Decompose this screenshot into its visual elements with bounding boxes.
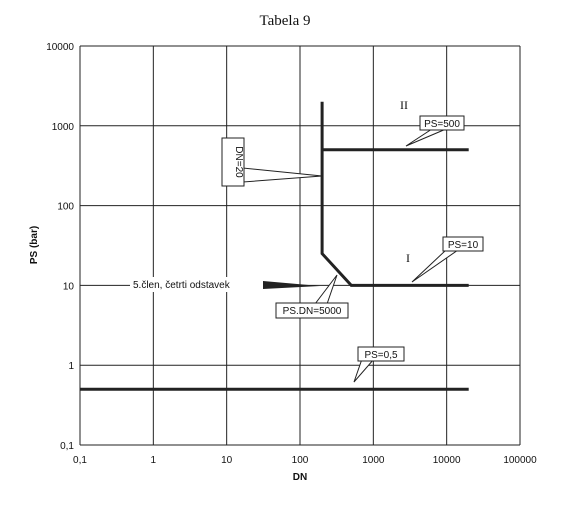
y-tick-label: 10 xyxy=(63,281,75,292)
x-tick-label: 1 xyxy=(151,455,157,466)
ps500-callout-text: PS=500 xyxy=(424,119,460,130)
x-tick-label: 10 xyxy=(221,455,233,466)
y-tick-labels: 10000 1000 100 10 1 0,1 xyxy=(46,42,74,452)
x-tick-label: 0,1 xyxy=(73,455,87,466)
x-tick-labels: 0,1 1 10 100 1000 10000 100000 xyxy=(73,455,537,466)
ps10-callout-pointer xyxy=(411,249,460,283)
dn20-callout-box xyxy=(221,137,245,187)
psdn-callout-box xyxy=(275,302,349,319)
clen-arrow xyxy=(263,281,320,289)
region-ii-label: II xyxy=(400,98,408,112)
x-tick-label: 10000 xyxy=(433,455,461,466)
y-axis-label: PS (bar) xyxy=(29,226,40,264)
ps500-callout-box xyxy=(419,115,465,131)
y-tick-label: 0,1 xyxy=(60,441,74,452)
psdn-callout-pointer xyxy=(313,274,338,305)
y-tick-label: 100 xyxy=(57,202,74,213)
ps05-callout-text: PS=0,5 xyxy=(364,350,398,361)
dn20-callout-pointer xyxy=(242,167,323,183)
ps10-callout-text: PS=10 xyxy=(448,240,479,251)
series-line-1 xyxy=(320,101,469,287)
x-tick-label: 100000 xyxy=(503,455,537,466)
region-i-label: I xyxy=(406,251,410,265)
series-layer xyxy=(80,101,469,391)
y-tick-label: 10000 xyxy=(46,42,74,53)
ps10-callout-box xyxy=(442,236,484,252)
clen-label-bg xyxy=(130,277,263,292)
y-tick-label: 1000 xyxy=(52,122,75,133)
psdn-callout-text: PS.DN=5000 xyxy=(283,306,342,317)
x-tick-label: 1000 xyxy=(362,455,385,466)
clen-label: 5.člen, četrti odstavek xyxy=(133,280,231,291)
dn20-callout-text: DN=20 xyxy=(233,146,244,178)
y-tick-label: 1 xyxy=(68,361,74,372)
x-tick-label: 100 xyxy=(292,455,309,466)
ps05-callout-box xyxy=(357,346,405,362)
chart-title: Tabela 9 xyxy=(259,13,310,29)
x-axis-label: DN xyxy=(293,472,307,483)
ps05-callout-pointer xyxy=(353,358,376,383)
ps500-callout-pointer xyxy=(405,128,447,147)
